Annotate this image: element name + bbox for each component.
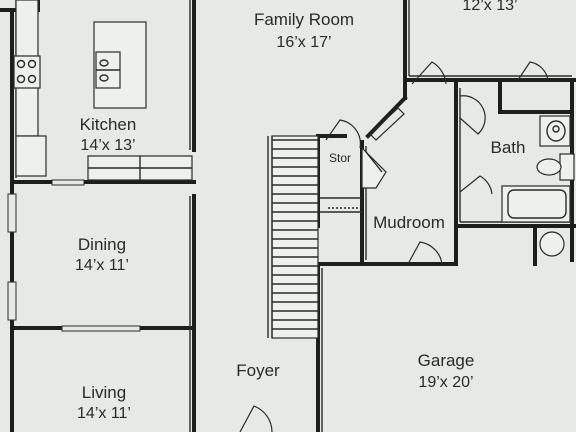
kitchen-name: Kitchen: [80, 115, 137, 134]
refrigerator-icon: [15, 135, 47, 177]
family-room-name: Family Room: [254, 10, 354, 29]
kitchen-fixtures: [13, 0, 193, 181]
door-garage-mudroom: [407, 241, 443, 265]
window-dining-lower: [7, 281, 17, 321]
bathtub-icon: [501, 185, 571, 223]
garage-name: Garage: [418, 351, 475, 370]
stair-run: [271, 135, 319, 339]
living-name: Living: [82, 383, 126, 402]
cooktop-icon: [13, 55, 41, 89]
opening-kitchen-dining: [51, 179, 85, 186]
kitchen-dims: 14’x 13’: [80, 137, 135, 154]
mudroom-name: Mudroom: [373, 213, 445, 232]
dining-dims: 14’x 11’: [75, 257, 129, 274]
door-bath-closet: [517, 61, 549, 81]
toilet-tank-icon: [559, 153, 575, 181]
garage-dims: 19’x 20’: [418, 374, 473, 391]
room-labels: 12’x 13’ Family Room 16’x 17’ Kitchen 14…: [75, 0, 525, 422]
family-room-dims: 16’x 17’: [276, 34, 331, 51]
living-dims: 14’x 11’: [77, 405, 131, 422]
window-opening-living: [61, 325, 141, 332]
toilet-icon: [536, 158, 562, 176]
water-heater-icon: [539, 231, 565, 257]
staircase: [267, 135, 362, 339]
door-bath: [459, 95, 486, 135]
door-mudroom-angled: [369, 107, 405, 141]
window-dining-upper: [7, 193, 17, 233]
water-heater: [539, 231, 565, 257]
doors: [239, 61, 549, 432]
door-front-entry: [239, 405, 273, 432]
windows: [7, 179, 141, 332]
door-family-bedroom: [411, 61, 447, 85]
storage-name: Stor: [329, 151, 351, 165]
top-right-room-dims: 12’x 13’: [462, 0, 517, 14]
dining-name: Dining: [78, 235, 126, 254]
door-bath-linen: [459, 175, 493, 195]
bath-fixtures: [501, 115, 575, 223]
foyer-name: Foyer: [236, 361, 280, 380]
storage-closet: [361, 146, 387, 189]
door-storage: [325, 119, 361, 149]
bath-name: Bath: [491, 138, 526, 157]
